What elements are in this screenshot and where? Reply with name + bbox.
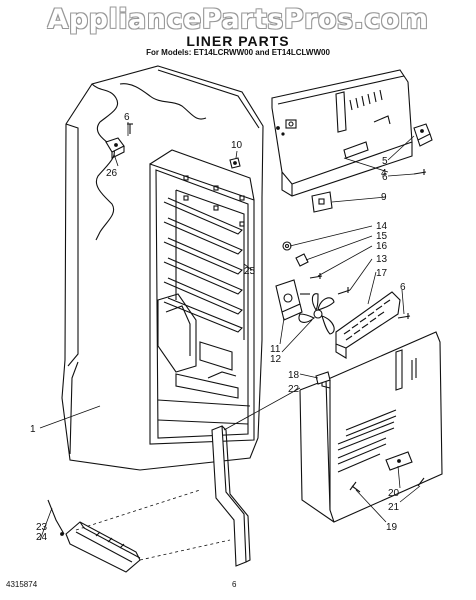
- liner-cabinet[interactable]: [61, 65, 264, 471]
- part-19-screw[interactable]: [349, 481, 361, 493]
- callout-10: 10: [231, 140, 243, 151]
- callout-26: 26: [106, 168, 118, 179]
- callout-17: 17: [376, 268, 388, 279]
- part-13-screw[interactable]: [337, 287, 351, 295]
- part-6-screw-right[interactable]: [413, 169, 427, 175]
- page-number: 6: [232, 580, 237, 589]
- callout-19: 19: [386, 522, 398, 533]
- callout-6a: 6: [124, 112, 130, 123]
- part-11-fan-motor[interactable]: [275, 279, 310, 321]
- watermark: AppliancePartsPros.com: [47, 4, 429, 35]
- part-16-screw[interactable]: [309, 273, 323, 279]
- part-6-screw-mid-right[interactable]: [397, 313, 411, 319]
- callout-25: 25: [244, 266, 256, 277]
- part-18-seal[interactable]: [315, 371, 331, 385]
- callout-18: 18: [288, 370, 300, 381]
- diagram-subtitle: For Models: ET14LCRWW00 and ET14LCLWW00: [146, 48, 330, 57]
- document-code: 4315874: [6, 580, 38, 589]
- part-26-bracket[interactable]: [105, 137, 125, 159]
- callout-23: 23: [36, 522, 48, 533]
- callout-6c: 6: [400, 282, 406, 293]
- callout-labels: 1 4 5 6 6 6 9 10 11 12 13 14 15 16 17 18…: [30, 112, 406, 543]
- callout-16: 16: [376, 241, 388, 252]
- callout-15: 15: [376, 231, 388, 242]
- part-23-defrost-heater[interactable]: [65, 521, 141, 573]
- part-14-grommet[interactable]: [282, 241, 292, 251]
- callout-9: 9: [381, 192, 387, 203]
- part-12-fan-blade[interactable]: [298, 293, 335, 335]
- part-9-control-knob[interactable]: [311, 191, 333, 213]
- callout-6b: 6: [382, 172, 388, 183]
- callout-20: 20: [388, 488, 400, 499]
- part-5-bracket[interactable]: [413, 123, 433, 147]
- callout-12: 12: [270, 354, 282, 365]
- part-17-fan-shroud[interactable]: [335, 291, 401, 359]
- part-19-duct-panel[interactable]: [299, 331, 443, 523]
- part-20-bracket[interactable]: [385, 451, 413, 471]
- callout-11: 11: [270, 344, 281, 355]
- callout-22: 22: [288, 384, 300, 395]
- callout-14: 14: [376, 221, 388, 232]
- part-10-clip[interactable]: [229, 157, 241, 169]
- part-24-clip[interactable]: [47, 499, 65, 536]
- part-4-evaporator-cover[interactable]: [271, 69, 413, 197]
- callout-1: 1: [30, 424, 36, 435]
- leader-lines: [39, 122, 421, 541]
- callout-5: 5: [382, 156, 388, 167]
- callout-24: 24: [36, 532, 48, 543]
- callout-21: 21: [388, 502, 400, 513]
- part-21-screw[interactable]: [417, 477, 425, 487]
- part-22-drain-trough[interactable]: [211, 425, 251, 567]
- diagram-title: LINER PARTS: [186, 33, 290, 49]
- callout-4: 4: [381, 168, 387, 179]
- callout-13: 13: [376, 254, 388, 265]
- part-15-bulb[interactable]: [295, 253, 309, 267]
